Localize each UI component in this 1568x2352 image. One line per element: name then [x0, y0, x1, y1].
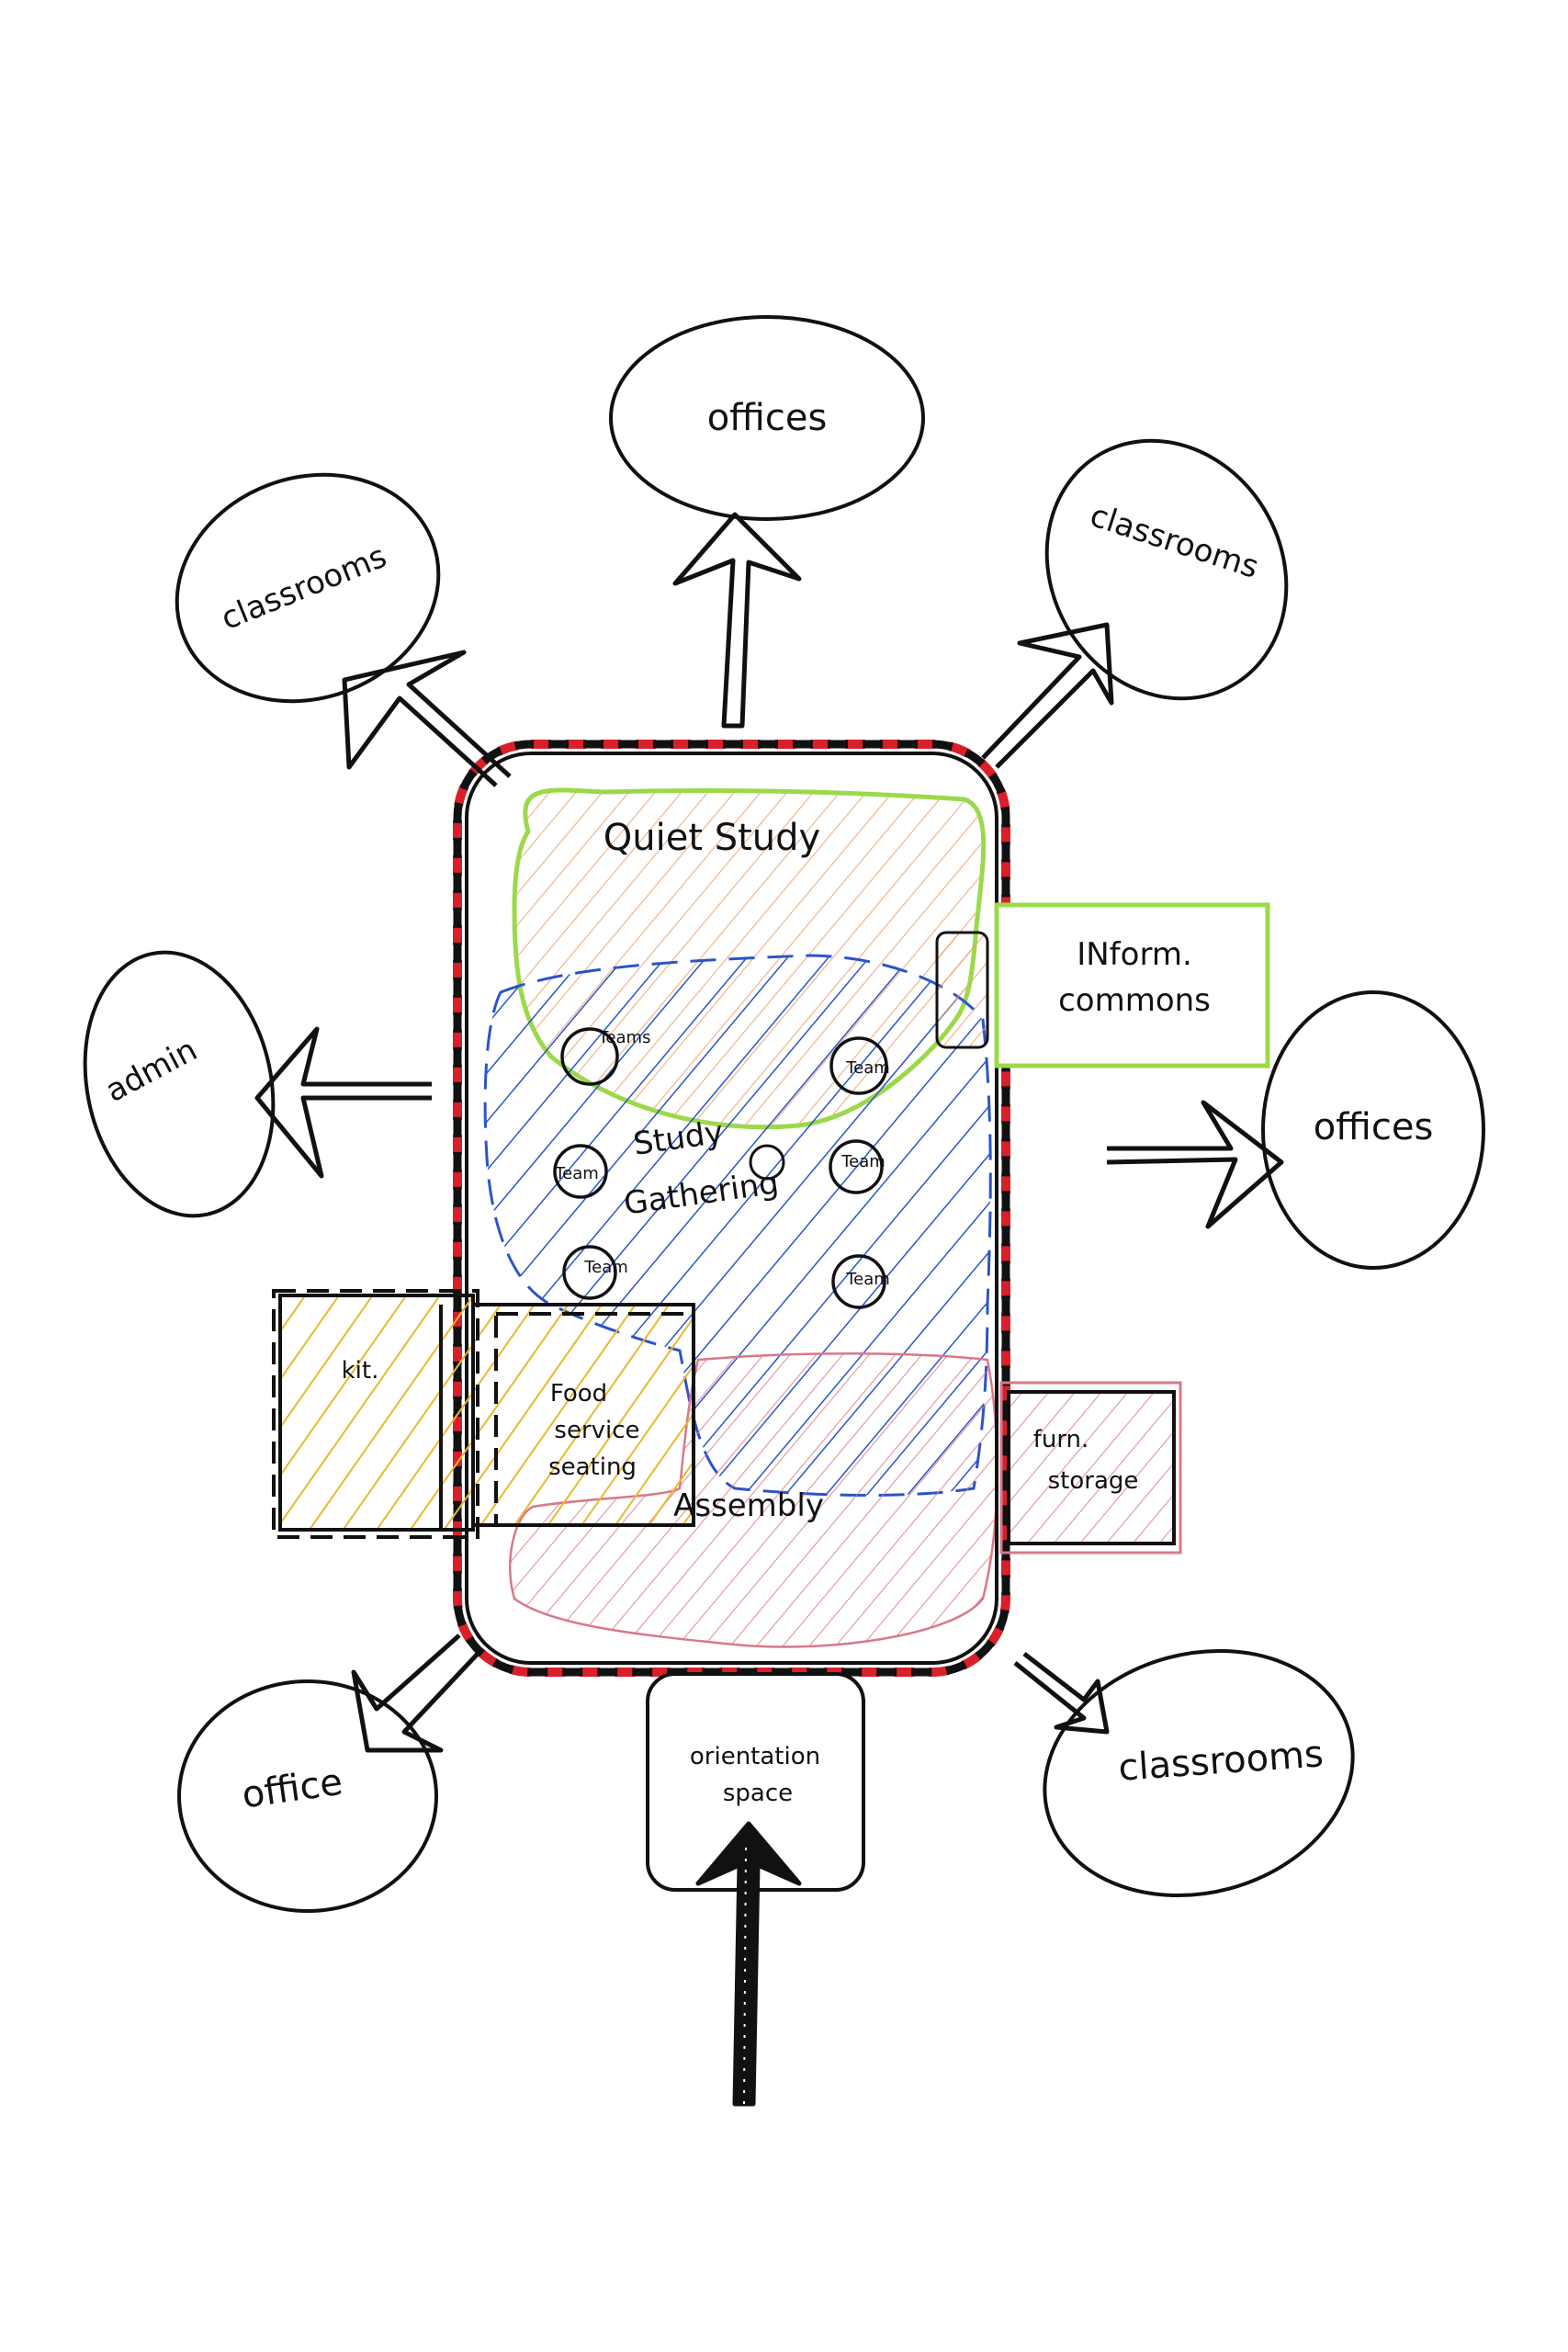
admin-label: admin	[99, 1032, 203, 1110]
team-circles	[553, 1027, 888, 1309]
classrooms-top-right-bubble	[1044, 438, 1289, 701]
arrow-right-icon	[1106, 1100, 1284, 1229]
team-label: Team	[554, 1164, 599, 1183]
arrow-up-left-icon	[342, 650, 512, 787]
building-inner-outline	[465, 752, 998, 1665]
team-label: Team	[845, 1058, 890, 1078]
team-label: Team	[845, 1270, 890, 1289]
kitchen-room	[272, 1289, 479, 1539]
team-circle	[829, 1036, 888, 1095]
arrow-up-icon	[672, 512, 802, 729]
arrows	[254, 512, 1284, 2107]
kit-label: kit.	[342, 1357, 379, 1385]
arrow-down-left-icon	[351, 1634, 479, 1753]
team-circle	[829, 1139, 884, 1194]
food-service-label-line2: service	[554, 1417, 639, 1444]
offices-right-label: offices	[1314, 1106, 1434, 1148]
arrow-down-right-icon	[1013, 1652, 1110, 1735]
team-circle	[562, 1245, 617, 1300]
offices-top-bubble	[609, 315, 925, 521]
team-circle	[560, 1027, 619, 1086]
classrooms-bottom-right-bubble	[1043, 1648, 1355, 1898]
inform-commons-label-line2: commons	[1058, 982, 1211, 1019]
classrooms-top-left-label: classrooms	[216, 538, 391, 638]
assembly-label: Assembly	[673, 1487, 824, 1524]
office-bottom-left-label: office	[240, 1761, 345, 1817]
admin-bubble	[83, 950, 276, 1218]
inform-commons-label-line1: INform.	[1077, 936, 1192, 973]
gathering-circle	[749, 1144, 785, 1181]
food-service-label-line3: seating	[548, 1453, 637, 1481]
central-building	[453, 740, 1010, 1677]
inform-commons-room	[935, 902, 1270, 1069]
furn-storage-label-line2: storage	[1048, 1467, 1139, 1495]
teams-label: Teams	[598, 1028, 651, 1047]
offices-top-label: offices	[707, 397, 828, 439]
team-label: Team	[840, 1152, 886, 1171]
classrooms-top-right-label: classrooms	[1086, 497, 1263, 586]
food-service-seating-zone	[471, 1303, 695, 1527]
furn-storage-label-line1: furn.	[1033, 1426, 1089, 1453]
orientation-label-line2: space	[723, 1780, 793, 1807]
team-circle	[553, 1144, 608, 1199]
arrow-up-right-icon	[981, 622, 1114, 769]
team-label: Team	[583, 1258, 628, 1277]
food-service-label-line1: Food	[550, 1380, 607, 1408]
arrow-left-icon	[254, 1026, 432, 1179]
orientation-label-line1: orientation	[690, 1743, 820, 1770]
arrow-entry-icon	[695, 1821, 802, 2107]
office-bottom-left-bubble	[177, 1679, 438, 1913]
offices-right-bubble	[1261, 990, 1485, 1270]
quiet-study-label: Quiet Study	[604, 817, 820, 859]
building-black-boundary	[453, 740, 1010, 1677]
outer-bubbles	[83, 315, 1485, 1913]
classrooms-bottom-right-label: classrooms	[1117, 1733, 1325, 1789]
team-circle	[831, 1254, 886, 1309]
furn-storage-room	[999, 1381, 1182, 1555]
